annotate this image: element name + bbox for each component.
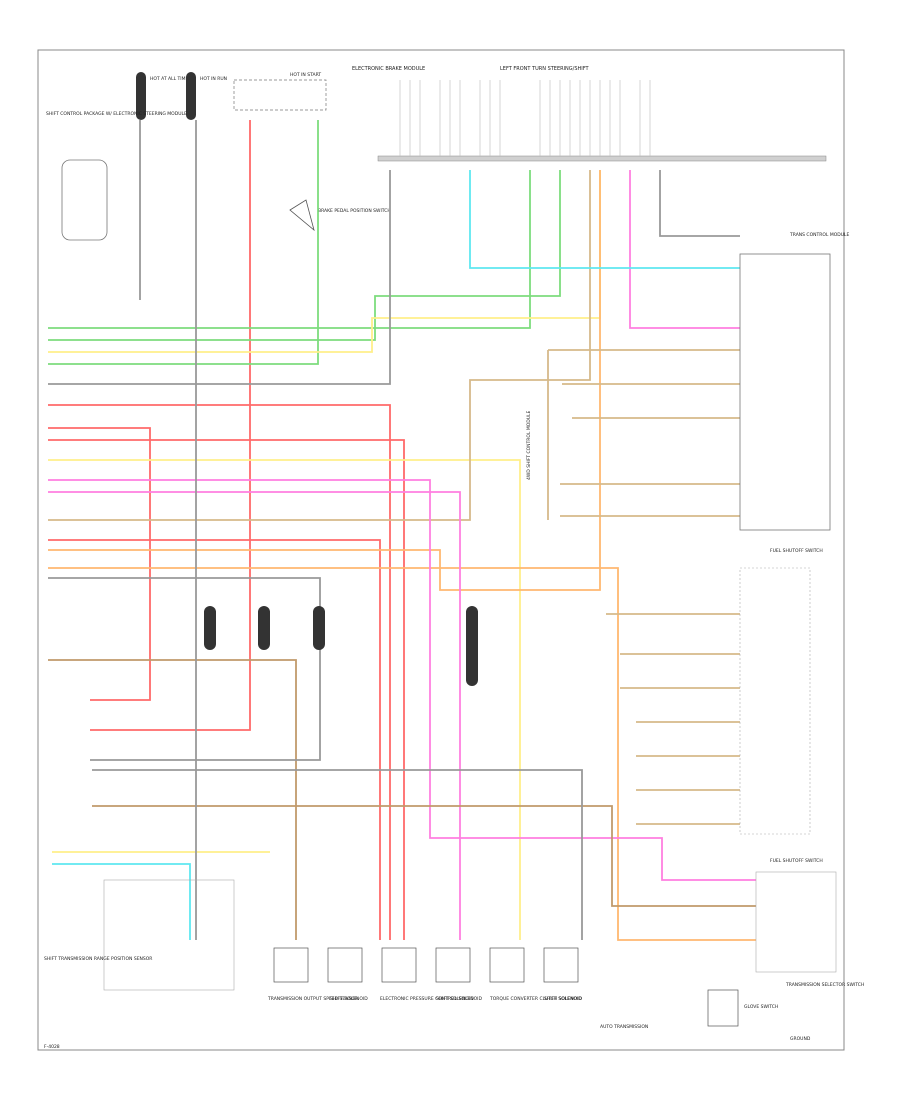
wire-pink-30 (629, 170, 740, 329)
connector-mid-3 (313, 606, 325, 650)
left-switch-label: SHIFT CONTROL PACKAGE W/ ELECTRONIC STEE… (46, 111, 187, 117)
wire-yellow-10 (48, 459, 521, 940)
relay-top: HOT IN START (233, 72, 327, 111)
wire-gray-39 (92, 769, 583, 940)
right-switch-3: TRANSMISSION SELECTOR SWITCH (785, 982, 864, 988)
bottom-component-4: SHIFT SOLENOID (435, 947, 474, 1002)
bottom-component-6: SHIFT SOLENOID (543, 947, 582, 1002)
wire-brown-34 (92, 805, 756, 907)
ground-label: GROUND (790, 1036, 811, 1042)
wire-cyan-31 (469, 170, 740, 269)
brake-switch: BRAKE PEDAL POSITION SWITCH (289, 199, 391, 232)
bottom-component-1: TRANSMISSION OUTPUT SPEED SENSOR (267, 947, 358, 1002)
module-connector-bar (377, 155, 827, 162)
bottom-label-6: SHIFT SOLENOID (544, 996, 582, 1002)
right-switch-1-label: FUEL SHUTOFF SWITCH (770, 548, 823, 554)
relay-top-label: HOT IN START (290, 72, 321, 78)
wire-red-5 (90, 120, 251, 731)
right-switch-2-label: FUEL SHUTOFF SWITCH (770, 858, 823, 864)
connector-mid-1 (204, 606, 216, 650)
wire-brown-33 (48, 659, 297, 940)
bottom-component-2: SHIFT SOLENOID (327, 947, 368, 1002)
header-title-right: LEFT FRONT TURN STEERING/SHIFT (500, 66, 590, 72)
wire-gray-36 (48, 577, 321, 761)
right-switch-1: FUEL SHUTOFF SWITCH (739, 548, 823, 835)
mid-module-label: 4WD SHIFT CONTROL MODULE (526, 410, 532, 480)
right-module: TRANS CONTROL MODULE (739, 232, 850, 531)
bottom-component-3: ELECTRONIC PRESSURE CONTROL SOLENOID (380, 947, 482, 1002)
bottom-left-sensor: SHIFT TRANSMISSION RANGE POSITION SENSOR (44, 879, 235, 991)
glove-switch-label: GLOVE SWITCH (744, 1004, 778, 1010)
wire-red-3 (48, 439, 405, 940)
wire-green-8 (48, 170, 531, 329)
fuse-top-2: HOT IN RUN (186, 72, 227, 120)
connector-mid-2 (258, 606, 270, 650)
wire-pink-29 (48, 491, 461, 940)
bottom-component-5: TORQUE CONVERTER CLUTCH SOLENOID (489, 947, 583, 1002)
bottom-right-label: AUTO TRANSMISSION (600, 1024, 648, 1030)
wire-tan-14 (48, 170, 591, 521)
fuse-top-1-label: HOT AT ALL TIMES (150, 76, 191, 82)
fuse-top-1: HOT AT ALL TIMES (136, 72, 191, 120)
right-switch-3-label: TRANSMISSION SELECTOR SWITCH (785, 982, 864, 988)
header-title-left: ELECTRONIC BRAKE MODULE (352, 66, 425, 72)
right-switch-2: FUEL SHUTOFF SWITCH (755, 858, 837, 973)
footer-code: F-4028 (44, 1044, 60, 1050)
wire-gray-40 (659, 170, 740, 237)
bottom-label-2: SHIFT SOLENOID (330, 996, 368, 1002)
wire-harness (48, 80, 756, 941)
wire-green-7 (48, 120, 319, 365)
diagram-border (37, 49, 845, 1051)
wire-cyan-32 (52, 863, 191, 940)
brake-switch-label: BRAKE PEDAL POSITION SWITCH (318, 208, 391, 214)
wire-green-6 (48, 170, 561, 341)
connector-mid-4 (466, 606, 478, 686)
bottom-label-1: TRANSMISSION OUTPUT SPEED SENSOR (267, 996, 358, 1002)
left-switch: SHIFT CONTROL PACKAGE W/ ELECTRONIC STEE… (46, 111, 187, 241)
bottom-label-5: TORQUE CONVERTER CLUTCH SOLENOID (489, 996, 583, 1002)
wire-gray-35 (48, 170, 391, 385)
wire-red-1 (48, 404, 391, 940)
right-module-label: TRANS CONTROL MODULE (789, 232, 850, 238)
wire-yellow-9 (48, 170, 601, 353)
glove-switch: GLOVE SWITCH (707, 989, 778, 1027)
wire-orange-12 (48, 170, 601, 591)
bottom-left-label: SHIFT TRANSMISSION RANGE POSITION SENSOR (44, 956, 152, 962)
wire-pink-28 (48, 479, 756, 881)
bottom-label-3: ELECTRONIC PRESSURE CONTROL SOLENOID (380, 996, 482, 1002)
wire-red-2 (48, 427, 151, 701)
fuse-top-2-label: HOT IN RUN (200, 76, 227, 82)
wire-orange-13 (48, 567, 756, 941)
bottom-label-4: SHIFT SOLENOID (436, 996, 474, 1002)
